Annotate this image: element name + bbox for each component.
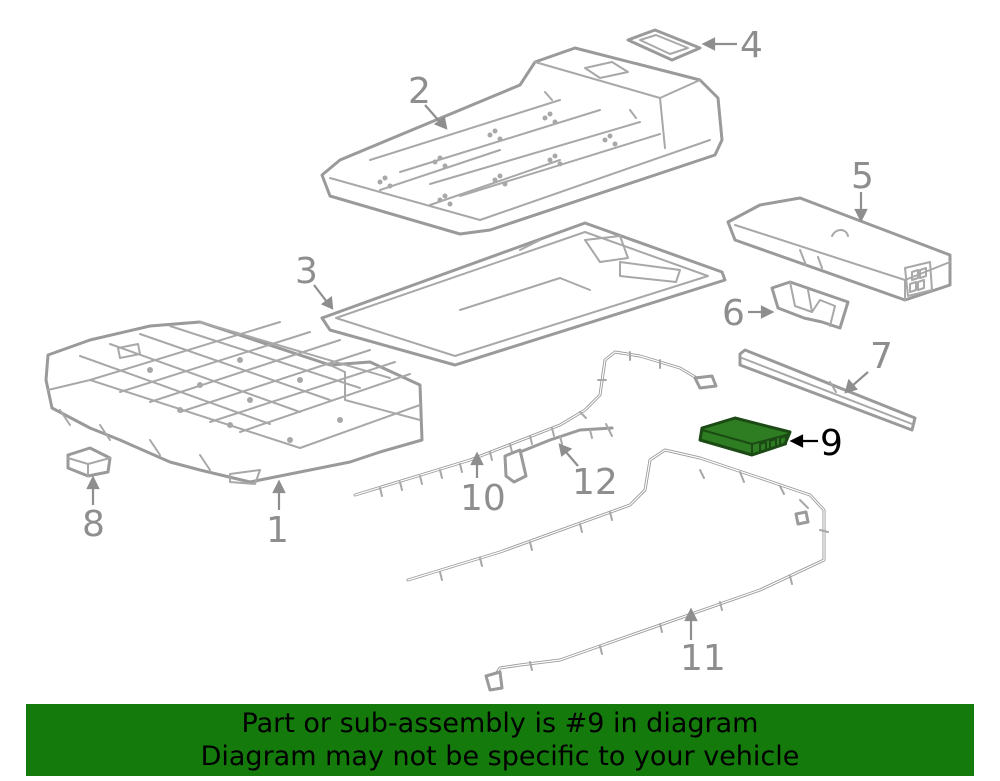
svg-text:9: 9 [820, 423, 843, 464]
part-7-strip[interactable] [738, 348, 917, 432]
svg-text:11: 11 [680, 638, 726, 679]
svg-text:4: 4 [740, 25, 763, 66]
svg-text:10: 10 [460, 478, 506, 519]
part-10-harness[interactable] [353, 350, 718, 497]
parts-diagram: 1 2 3 4 5 6 7 8 9 10 [44, 25, 952, 692]
callout-6: 6 [722, 293, 775, 334]
callout-10: 10 [460, 451, 506, 519]
part-1-tray[interactable] [44, 320, 424, 485]
callout-3: 3 [295, 251, 334, 310]
callout-11: 11 [680, 607, 726, 679]
part-4-seal[interactable] [626, 28, 702, 62]
svg-text:6: 6 [722, 293, 745, 334]
svg-text:12: 12 [572, 462, 618, 503]
callout-7: 7 [844, 336, 893, 394]
part-11-harness[interactable] [406, 448, 829, 692]
info-banner: Part or sub-assembly is #9 in diagram Di… [26, 704, 974, 776]
callout-2: 2 [408, 71, 448, 130]
banner-line-2: Diagram may not be specific to your vehi… [200, 741, 800, 772]
part-6-bracket[interactable] [770, 280, 850, 330]
svg-text:1: 1 [266, 510, 289, 551]
svg-text:3: 3 [295, 251, 318, 292]
part-5-module[interactable] [726, 196, 952, 302]
callout-9: 9 [789, 423, 843, 464]
callout-12: 12 [558, 443, 618, 503]
part-12-wire[interactable] [503, 423, 614, 484]
part-8-block[interactable] [66, 446, 112, 478]
callout-8: 8 [82, 475, 105, 545]
part-2-cover[interactable] [320, 46, 724, 236]
part-3-gasket[interactable] [320, 221, 727, 367]
svg-text:5: 5 [851, 156, 874, 197]
callout-1: 1 [266, 479, 289, 551]
part-9-highlighted[interactable] [698, 416, 792, 457]
callout-4: 4 [701, 25, 763, 66]
banner-line-1: Part or sub-assembly is #9 in diagram [241, 708, 759, 739]
svg-text:7: 7 [870, 336, 893, 377]
svg-text:2: 2 [408, 71, 431, 112]
svg-text:8: 8 [82, 504, 105, 545]
callout-5: 5 [851, 156, 874, 223]
